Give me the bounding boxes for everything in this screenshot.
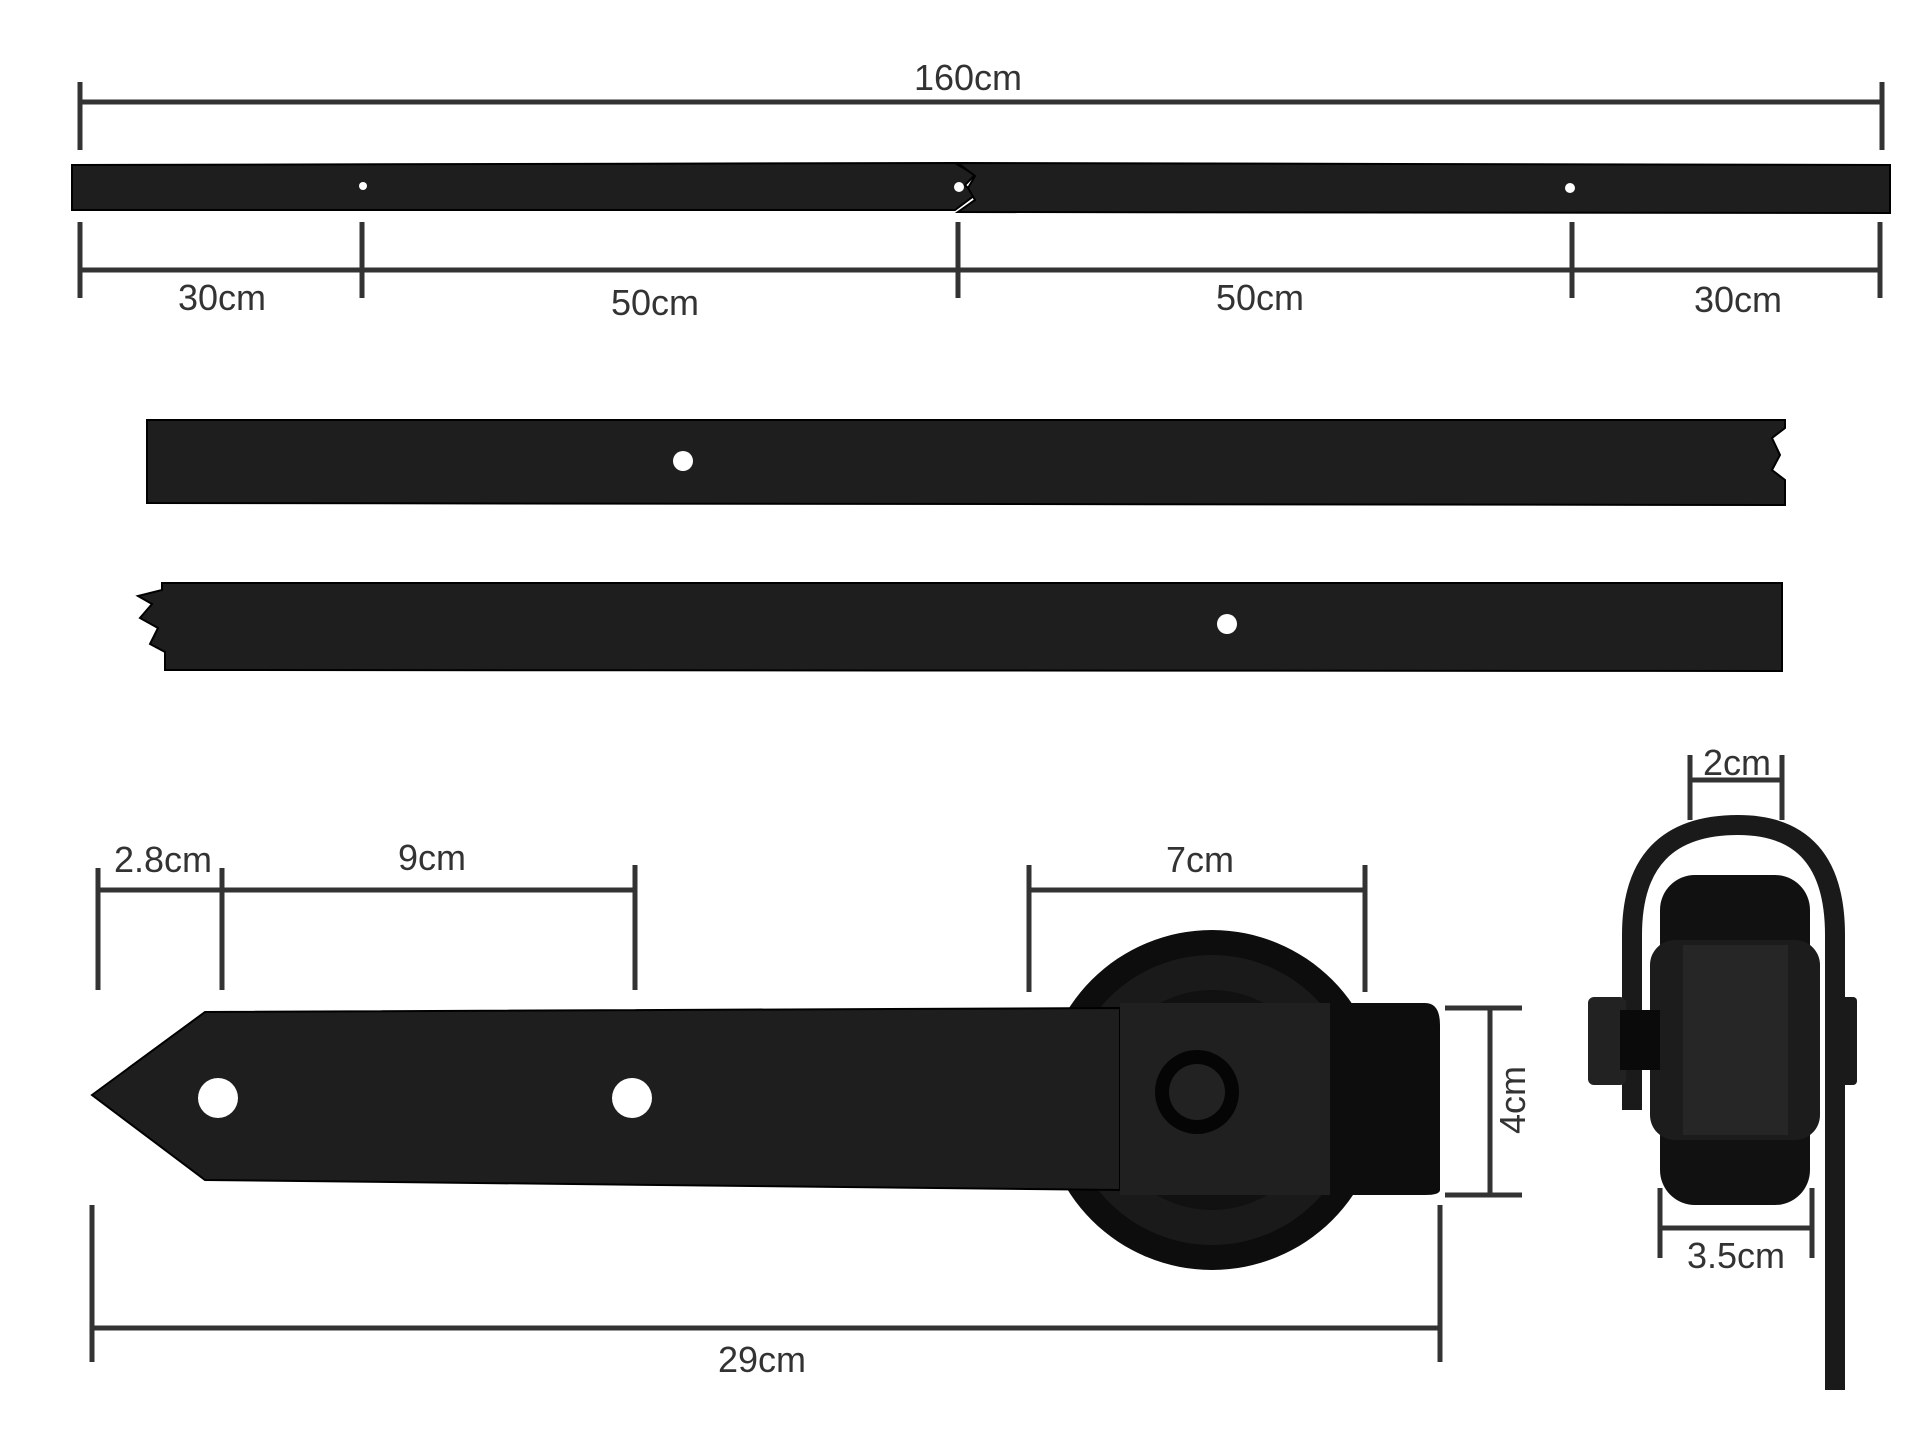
dimension-rail-total: 160cm [77,57,1885,150]
dimension-label-bracket-width: 2cm [1703,742,1771,783]
wheel-front-view [1588,814,1857,1390]
dimension-label-hanger-length: 29cm [718,1339,806,1380]
rail-piece-2-bar [135,582,1783,673]
rail-piece-1-bar [146,419,1786,507]
bolt-nut-left [1588,997,1626,1085]
dimension-label-hanger-tip: 2.8cm [114,839,212,880]
dimension-label-strap-height: 4cm [1492,1066,1533,1134]
hanger-assembly-side [90,930,1440,1270]
dimension-label-hanger-hole-spacing: 9cm [398,837,466,878]
strap-hole [198,1078,238,1118]
dimension-label-rail-seg-1: 30cm [178,277,266,318]
rail-piece-2 [135,582,1783,673]
rail-piece-hole [1217,614,1237,634]
dimension-label-wheel-width: 3.5cm [1687,1235,1785,1276]
strap-hole [612,1078,652,1118]
dimension-label-rail-seg-3: 50cm [1216,277,1304,318]
dimension-label-rail-seg-2: 50cm [611,282,699,323]
hanger-strap [90,1006,1121,1192]
dimension-rail-segments: 30cm 50cm 50cm 30cm [77,222,1883,323]
bracket-arc [1622,814,1845,1390]
dimension-hanger: 2.8cm 9cm 7cm 4cm 29cm [89,837,1533,1380]
bolt-face [1169,1064,1225,1120]
dimension-wheel-front: 2cm 3.5cm [1657,742,1815,1276]
rail-hole [359,182,367,190]
dimension-label-wheel-diameter: 7cm [1166,839,1234,880]
wheel-center [1683,945,1788,1135]
assembled-rail-bar-right [954,161,1891,215]
assembled-rail-bar [71,161,977,211]
rail-piece-1 [146,419,1786,507]
assembled-rail [71,161,1891,215]
rail-piece-hole [673,451,693,471]
rail-hole [1565,183,1575,193]
bolt-shaft [1620,1010,1660,1070]
dimension-label-rail-total: 160cm [914,57,1022,98]
bolt-nut-right [1835,997,1857,1085]
rail-joint-hole [954,182,964,192]
dimension-label-rail-seg-4: 30cm [1694,279,1782,320]
